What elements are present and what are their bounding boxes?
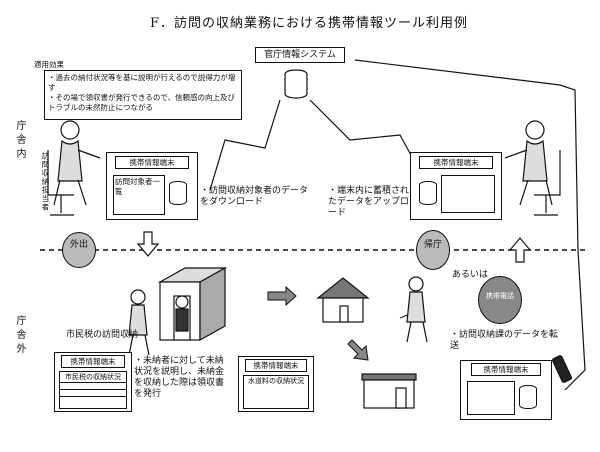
caption-transfer: ・訪問収納課のデータを転送 xyxy=(450,330,559,351)
benefits-heading: 適用効果 xyxy=(34,60,64,69)
inside-person-label: 訪問収納担当者 xyxy=(41,152,50,212)
badge-return: 帰庁 xyxy=(416,230,450,270)
link-left-icon xyxy=(209,99,281,191)
terminal-title: 携帯情報端末 xyxy=(61,355,125,368)
database-icon xyxy=(419,181,437,205)
person-icon xyxy=(175,295,189,332)
arrow-right-icon xyxy=(267,285,297,307)
chair-icon xyxy=(47,150,74,216)
caption-download: ・訪問収納対象者のデータをダウンロード xyxy=(200,186,309,207)
terminal-left: 携帯情報端末 訪問対象者一覧 xyxy=(106,152,198,220)
terminal-title: 携帯情報端末 xyxy=(419,156,493,169)
building-icon xyxy=(157,266,228,342)
link-phone-icon xyxy=(354,59,586,391)
terminal-outside-middle: 携帯情報端末 水道料の収納状況 xyxy=(238,356,314,412)
person-icon xyxy=(53,120,101,206)
shop-icon xyxy=(361,373,417,409)
terminal-title: 携帯情報端末 xyxy=(471,363,541,376)
screen-area xyxy=(467,381,515,415)
zone-outside: 庁舎外 xyxy=(14,315,25,357)
house-icon xyxy=(316,277,370,323)
person-icon xyxy=(128,289,150,356)
caption-or: あるいは xyxy=(452,270,489,280)
diagram-title: F．訪問の収納業務における携帯情報ツール利用例 xyxy=(150,16,469,31)
database-icon xyxy=(284,69,308,99)
phone-icon xyxy=(552,355,572,383)
outside-person-label: 市民税の訪問収納 xyxy=(66,330,139,340)
benefit-2: その場で領収書が発行できるので、信頼感の向上及びトラブルの未然防止につながる xyxy=(48,93,236,112)
arrow-up-icon xyxy=(508,237,532,263)
terminal-right: 携帯情報端末 xyxy=(410,152,502,220)
zone-inside: 庁舎内 xyxy=(14,120,25,162)
terminal-outside-right: 携帯情報端末 xyxy=(460,360,552,420)
badge-go-out: 外出 xyxy=(62,232,96,268)
chair-icon xyxy=(534,150,561,216)
benefit-1: 過去の納付状況等を基に説明が行えるので説得力が増す xyxy=(48,73,236,92)
badge-phone: 携帯電話 xyxy=(478,276,522,324)
terminal-title: 携帯情報端末 xyxy=(115,156,189,169)
database-icon xyxy=(169,181,187,205)
screen-area xyxy=(441,175,495,213)
person-icon xyxy=(406,276,428,343)
water-fee-table: 水道料の収納状況 xyxy=(243,375,309,409)
citizen-tax-table: 市民税の収納状況 xyxy=(59,371,127,409)
caption-explain: ・未納者に対して未納状況を説明し、未納金を収納した際は領収書を発行 xyxy=(134,356,225,399)
arrow-down-icon xyxy=(136,231,160,257)
benefits-box: ・過去の納付状況等を基に説明が行えるので説得力が増す ・その場で領収書が発行でき… xyxy=(44,70,242,120)
system-box: 官庁情報システム xyxy=(255,47,345,63)
terminal-outside-left: 携帯情報端末 市民税の収納状況 xyxy=(54,352,132,412)
database-icon xyxy=(519,385,537,409)
person-icon xyxy=(504,120,553,206)
arrow-diag-icon xyxy=(347,339,369,361)
target-list: 訪問対象者一覧 xyxy=(113,175,165,215)
caption-upload: ・端末内に蓄積されたデータをアップロード xyxy=(328,186,410,218)
terminal-title: 携帯情報端末 xyxy=(245,359,307,372)
